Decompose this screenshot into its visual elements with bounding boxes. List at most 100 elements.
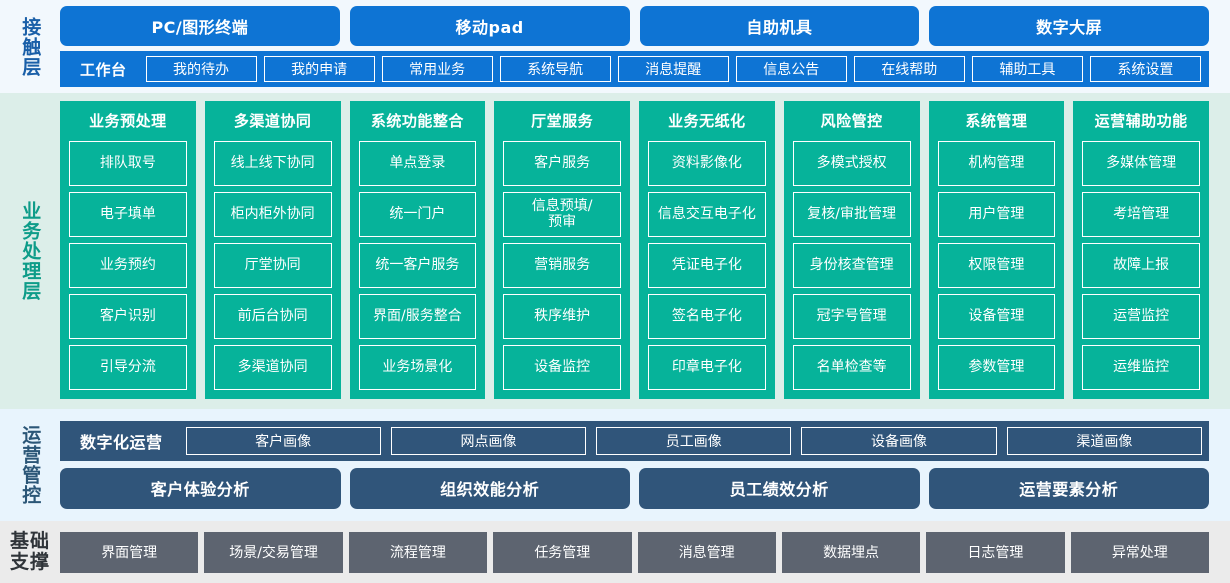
terminal-chip[interactable]: 自助机具 <box>639 6 920 46</box>
menu-item[interactable]: 我的待办 <box>145 56 257 82</box>
column-item[interactable]: 多媒体管理 <box>1082 141 1200 186</box>
business-layer: 业务处理层 业务预处理 排队取号 电子填单 业务预约 客户识别 引导分流 多渠道… <box>0 93 1230 409</box>
foundation-layer-label: 基础 支撑 <box>9 529 50 573</box>
menu-item[interactable]: 在线帮助 <box>853 56 965 82</box>
contact-layer-body: PC/图形终端 移动pad 自助机具 数字大屏 工作台 我的待办 我的申请 常用… <box>60 0 1230 93</box>
digital-operations-row: 数字化运营 客户画像 网点画像 员工画像 设备画像 渠道画像 <box>60 420 1209 461</box>
column-item[interactable]: 权限管理 <box>937 243 1056 288</box>
column-item[interactable]: 引导分流 <box>69 345 187 390</box>
foundation-chip[interactable]: 场景/交易管理 <box>204 531 343 573</box>
column-item[interactable]: 考培管理 <box>1082 192 1200 237</box>
column-item[interactable]: 业务预约 <box>69 243 187 288</box>
portrait-chip[interactable]: 渠道画像 <box>1006 426 1202 455</box>
column-item[interactable]: 印章电子化 <box>648 345 766 390</box>
column-item[interactable]: 信息预填/ 预审 <box>503 192 621 237</box>
column-item[interactable]: 统一客户服务 <box>358 243 477 288</box>
column-item[interactable]: 凭证电子化 <box>648 243 766 288</box>
column-item[interactable]: 设备监控 <box>503 345 621 390</box>
terminal-chip[interactable]: PC/图形终端 <box>60 6 340 46</box>
analysis-row: 客户体验分析 组织效能分析 员工绩效分析 运营要素分析 <box>60 467 1209 509</box>
column-item[interactable]: 多模式授权 <box>792 141 911 186</box>
column-item[interactable]: 机构管理 <box>937 141 1056 186</box>
menu-item[interactable]: 消息提醒 <box>617 56 729 82</box>
foundation-chip[interactable]: 数据埋点 <box>781 531 921 573</box>
terminal-chip[interactable]: 数字大屏 <box>929 6 1209 46</box>
menu-item[interactable]: 系统导航 <box>499 56 611 82</box>
portrait-chip[interactable]: 设备画像 <box>801 426 997 455</box>
column-item[interactable]: 统一门户 <box>358 192 477 237</box>
analysis-chip[interactable]: 运营要素分析 <box>928 467 1209 509</box>
operations-layer-label: 运营管控 <box>19 425 42 505</box>
column-item[interactable]: 柜内柜外协同 <box>213 192 332 237</box>
column-item[interactable]: 资料影像化 <box>648 141 766 186</box>
column-item[interactable]: 前后台协同 <box>213 294 332 339</box>
analysis-chip[interactable]: 组织效能分析 <box>349 467 630 509</box>
portrait-chip[interactable]: 客户画像 <box>185 426 381 455</box>
column-item[interactable]: 单点登录 <box>358 141 477 186</box>
column-item[interactable]: 厅堂协同 <box>213 243 332 288</box>
business-column: 业务无纸化 资料影像化 信息交互电子化 凭证电子化 签名电子化 印章电子化 <box>639 101 775 399</box>
column-title: 厅堂服务 <box>531 112 594 130</box>
terminal-row: PC/图形终端 移动pad 自助机具 数字大屏 <box>60 6 1209 46</box>
foundation-chip[interactable]: 任务管理 <box>493 531 632 573</box>
column-title: 多渠道协同 <box>233 112 312 130</box>
column-item[interactable]: 秩序维护 <box>503 294 621 339</box>
column-item[interactable]: 复核/审批管理 <box>792 192 911 237</box>
foundation-chip[interactable]: 异常处理 <box>1070 531 1209 573</box>
foundation-chip[interactable]: 日志管理 <box>926 531 1065 573</box>
contact-layer: 接触层 PC/图形终端 移动pad 自助机具 数字大屏 工作台 我的待办 我的申… <box>0 0 1230 93</box>
portrait-chip[interactable]: 网点画像 <box>390 426 587 455</box>
menu-item[interactable]: 我的申请 <box>263 56 375 82</box>
business-column: 风险管控 多模式授权 复核/审批管理 身份核查管理 冠字号管理 名单检查等 <box>783 101 920 399</box>
terminal-chip[interactable]: 移动pad <box>349 6 630 46</box>
business-column-grid: 业务预处理 排队取号 电子填单 业务预约 客户识别 引导分流 多渠道协同 线上线… <box>60 101 1209 399</box>
menu-item[interactable]: 信息公告 <box>735 56 847 82</box>
workbench-label: 工作台 <box>80 60 127 79</box>
column-item[interactable]: 运维监控 <box>1082 345 1200 390</box>
business-column: 业务预处理 排队取号 电子填单 业务预约 客户识别 引导分流 <box>60 101 196 399</box>
foundation-layer-body: 界面管理 场景/交易管理 流程管理 任务管理 消息管理 数据埋点 日志管理 异常… <box>60 521 1230 583</box>
column-item[interactable]: 参数管理 <box>937 345 1056 390</box>
column-item[interactable]: 签名电子化 <box>648 294 766 339</box>
column-item[interactable]: 身份核查管理 <box>792 243 911 288</box>
foundation-layer: 基础 支撑 界面管理 场景/交易管理 流程管理 任务管理 消息管理 数据埋点 日… <box>0 521 1230 583</box>
column-item[interactable]: 界面/服务整合 <box>358 294 477 339</box>
column-item[interactable]: 名单检查等 <box>792 345 911 390</box>
column-item[interactable]: 故障上报 <box>1082 243 1200 288</box>
column-item[interactable]: 用户管理 <box>937 192 1056 237</box>
column-item[interactable]: 运营监控 <box>1082 294 1200 339</box>
business-column: 系统功能整合 单点登录 统一门户 统一客户服务 界面/服务整合 业务场景化 <box>349 101 486 399</box>
column-item[interactable]: 线上线下协同 <box>213 141 332 186</box>
column-item[interactable]: 业务场景化 <box>358 345 477 390</box>
business-column: 厅堂服务 客户服务 信息预填/ 预审 营销服务 秩序维护 设备监控 <box>494 101 630 399</box>
foundation-chip[interactable]: 界面管理 <box>60 531 199 573</box>
portrait-chip[interactable]: 员工画像 <box>596 426 792 455</box>
column-item[interactable]: 多渠道协同 <box>213 345 332 390</box>
column-title: 运营辅助功能 <box>1094 112 1188 130</box>
column-item[interactable]: 客户识别 <box>69 294 187 339</box>
analysis-chip[interactable]: 员工绩效分析 <box>639 467 920 509</box>
column-title: 系统管理 <box>965 112 1028 130</box>
menu-item[interactable]: 辅助工具 <box>971 56 1083 82</box>
column-title: 风险管控 <box>820 112 883 130</box>
column-item[interactable]: 冠字号管理 <box>792 294 911 339</box>
column-item[interactable]: 营销服务 <box>503 243 621 288</box>
foundation-chip[interactable]: 消息管理 <box>637 531 776 573</box>
column-item[interactable]: 信息交互电子化 <box>648 192 766 237</box>
menu-item[interactable]: 常用业务 <box>381 56 493 82</box>
analysis-chip[interactable]: 客户体验分析 <box>60 467 341 509</box>
column-title: 业务无纸化 <box>668 112 746 130</box>
foundation-chip[interactable]: 流程管理 <box>348 531 488 573</box>
foundation-row: 界面管理 场景/交易管理 流程管理 任务管理 消息管理 数据埋点 日志管理 异常… <box>60 531 1209 573</box>
column-title: 系统功能整合 <box>370 112 464 130</box>
column-item[interactable]: 电子填单 <box>69 192 187 237</box>
business-layer-body: 业务预处理 排队取号 电子填单 业务预约 客户识别 引导分流 多渠道协同 线上线… <box>60 93 1230 409</box>
column-item[interactable]: 排队取号 <box>69 141 187 186</box>
column-item[interactable]: 设备管理 <box>937 294 1056 339</box>
menu-item[interactable]: 系统设置 <box>1089 56 1201 82</box>
column-item[interactable]: 客户服务 <box>503 141 621 186</box>
digital-operations-label: 数字化运营 <box>80 432 163 452</box>
business-column: 多渠道协同 线上线下协同 柜内柜外协同 厅堂协同 前后台协同 多渠道协同 <box>204 101 341 399</box>
operations-layer-body: 数字化运营 客户画像 网点画像 员工画像 设备画像 渠道画像 客户体验分析 组织… <box>60 409 1230 521</box>
